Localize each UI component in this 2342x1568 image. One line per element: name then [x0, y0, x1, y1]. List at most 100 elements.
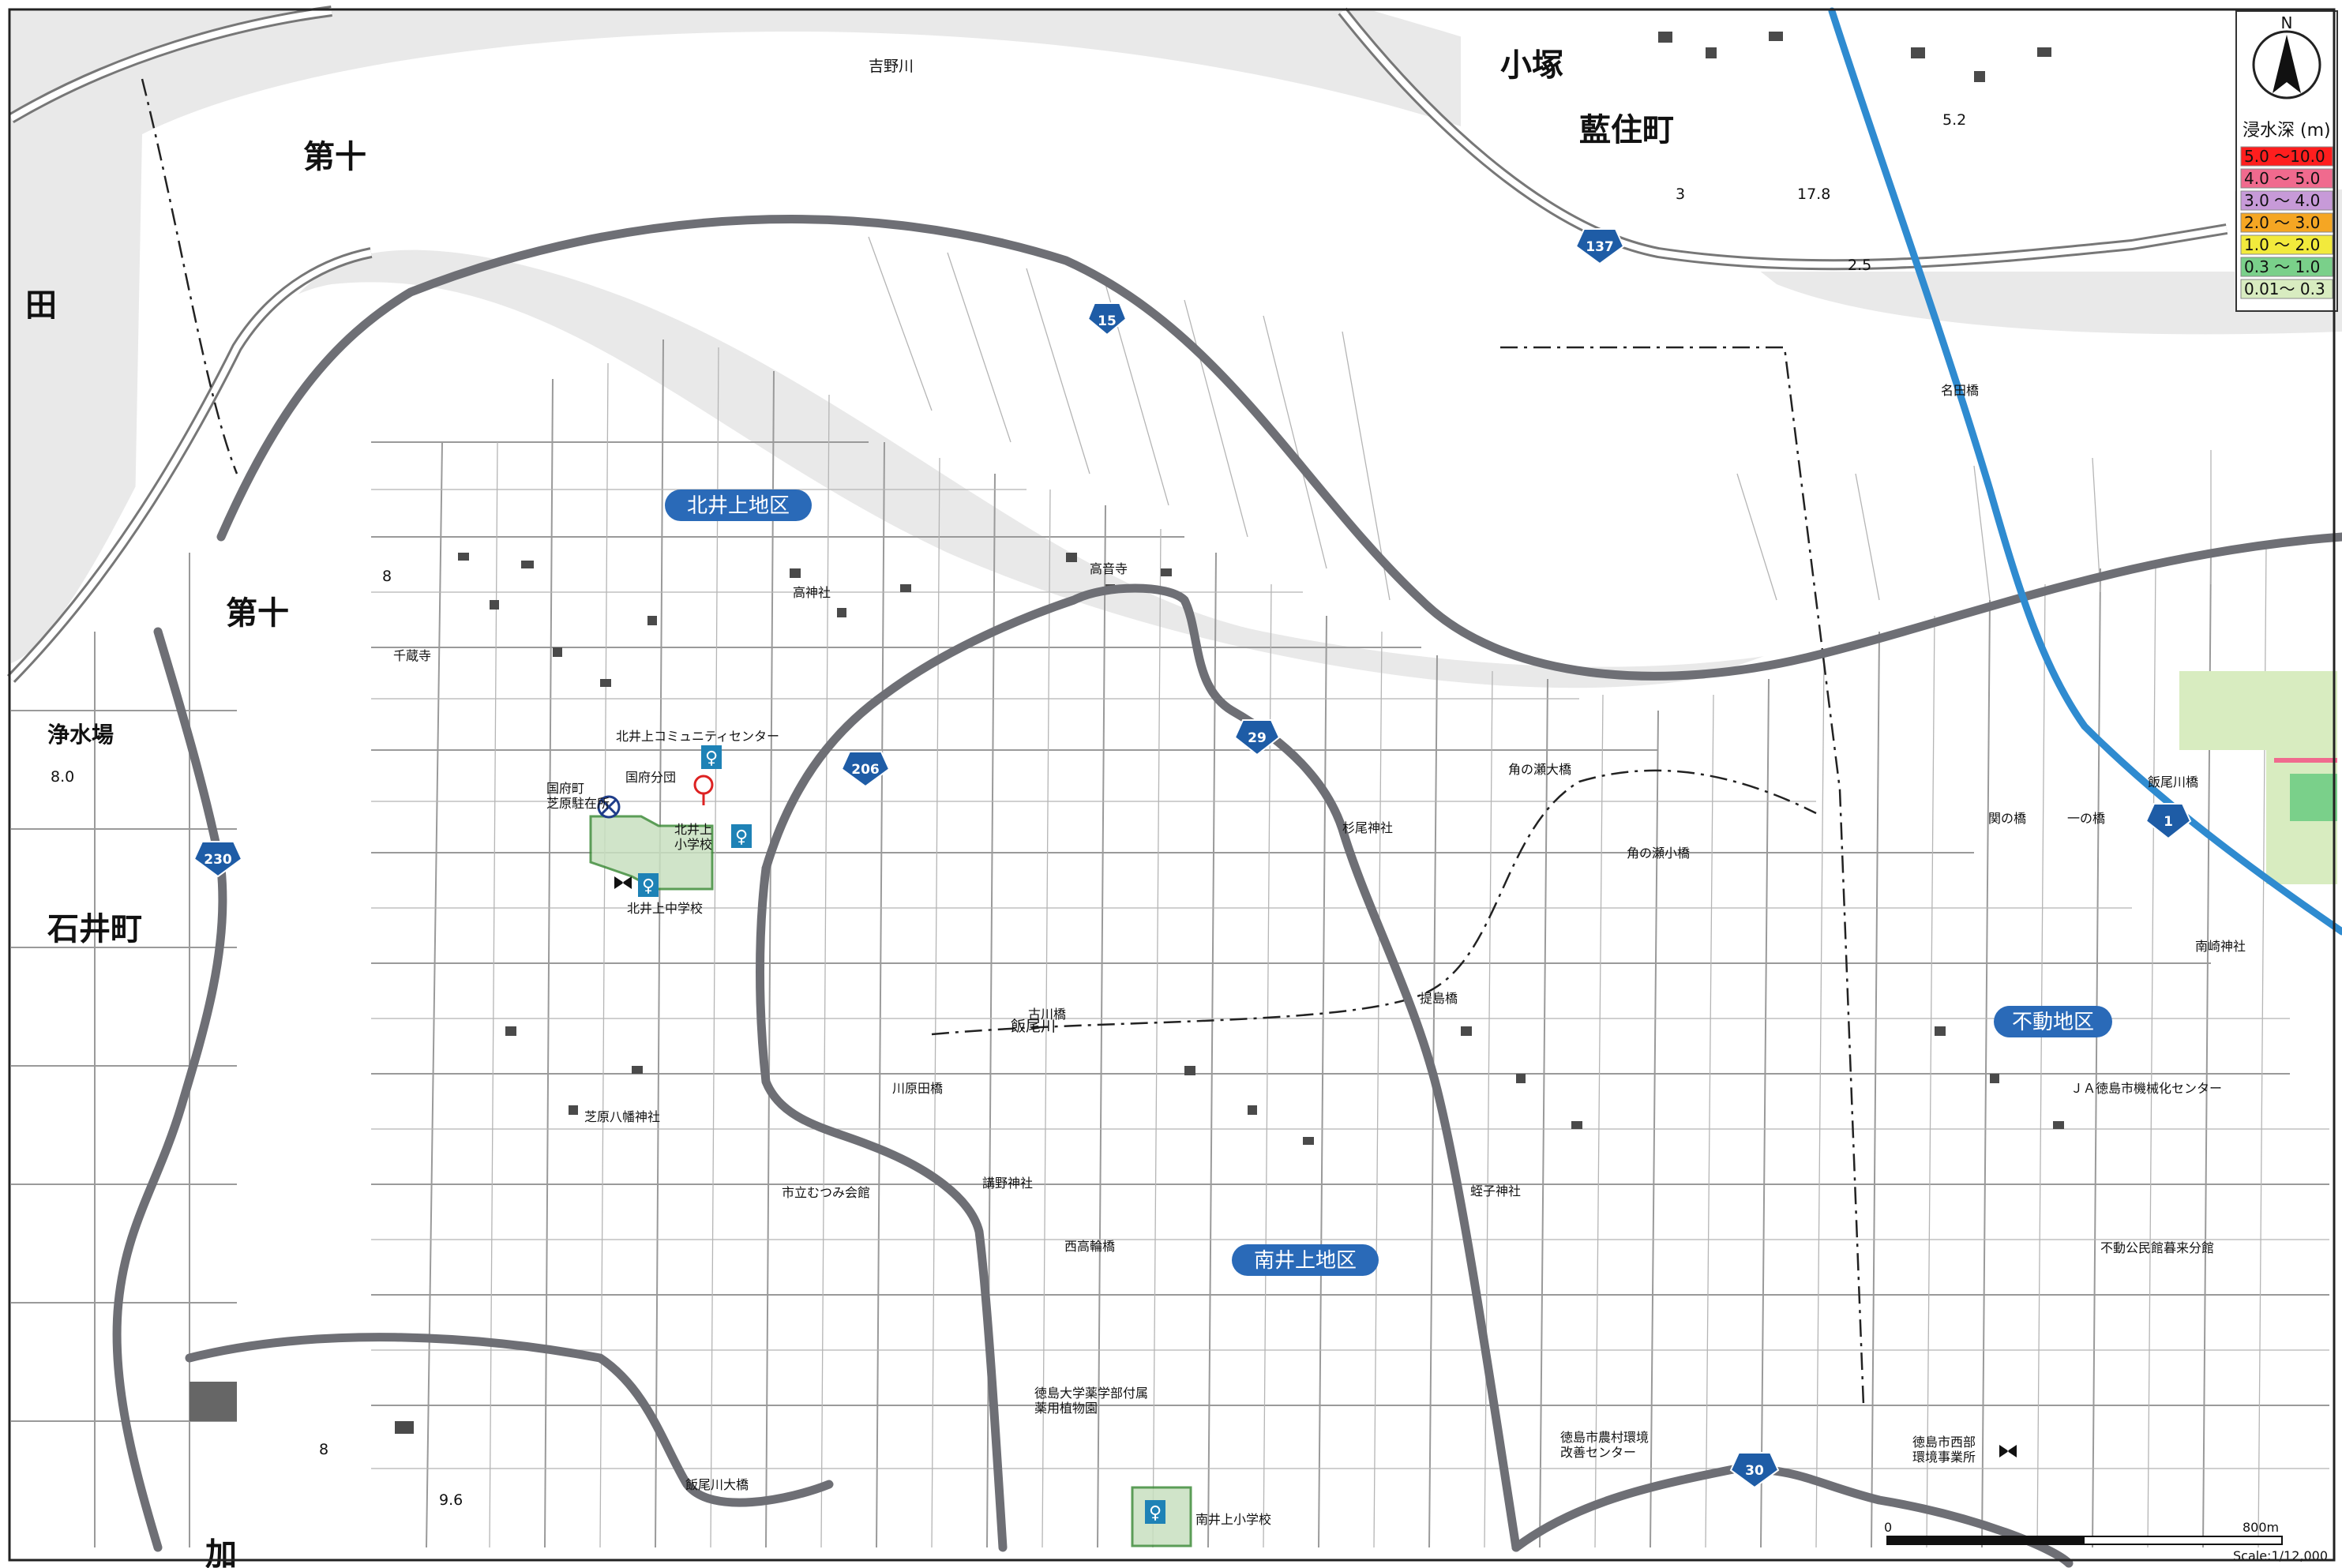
bridge-iio-ohashi: 飯尾川大橋: [685, 1477, 749, 1492]
route-206-29-loop: [761, 583, 1521, 1552]
scale-zero: 0: [1884, 1520, 1892, 1535]
national-route-15: [216, 215, 2342, 681]
route-shield-29: 29: [1233, 719, 1281, 756]
elevation-9-6: 9.6: [439, 1491, 463, 1509]
route-230: [112, 627, 227, 1552]
svg-text:♀: ♀: [705, 748, 718, 768]
label-tokudai-garden: 徳島大学薬学部付属薬用植物園: [1034, 1386, 1148, 1416]
svg-text:♀: ♀: [1149, 1503, 1162, 1523]
elevation-8-south: 8: [319, 1441, 328, 1458]
north-label: N: [2281, 13, 2293, 32]
place-dai10-west: 第十: [226, 595, 289, 632]
legend-label: 1.0 ～ 2.0: [2244, 235, 2320, 254]
place-ishii: 石井町: [47, 911, 142, 947]
legend-label: 3.0 ～ 4.0: [2244, 191, 2320, 210]
flood-depth-legend: N 浸水深 (m) 5.0 ～10.04.0 ～ 5.03.0 ～ 4.02.0…: [2235, 10, 2338, 312]
svg-text:不動地区: 不動地区: [2012, 1011, 2094, 1034]
place-jousui: 浄水場: [47, 722, 114, 748]
south-west-loop: [185, 1333, 834, 1507]
shelter-icon-minami-elem: ♀: [1145, 1500, 1165, 1524]
iio-river-line: [931, 769, 1817, 1036]
elevation-5-2: 5.2: [1942, 111, 1966, 129]
bridge-tsunose-kobashi: 角の瀬小橋: [1627, 846, 1690, 861]
legend-label: 5.0 ～10.0: [2244, 147, 2325, 166]
route-shield-137: 137: [1574, 228, 1625, 265]
route-shield-15: 15: [1087, 302, 1128, 336]
svg-text:1: 1: [2164, 814, 2173, 830]
area-label-minamiikami: 南井上地区: [1232, 1244, 1379, 1276]
legend-rows: 5.0 ～10.04.0 ～ 5.03.0 ～ 4.02.0 ～ 3.01.0 …: [2240, 146, 2333, 299]
kitaikami-school-grounds: [589, 815, 714, 891]
svg-text:206: 206: [851, 762, 880, 778]
factory-icon: [614, 876, 2017, 1457]
area-label-kitaikami: 北井上地区: [665, 490, 812, 521]
yoshino-river: [134, 32, 2342, 667]
label-nishitakawa: 西高輪橋: [1064, 1239, 1115, 1254]
svg-text:北井上地区: 北井上地区: [687, 494, 790, 518]
river-name-yoshino: 吉野川: [869, 58, 914, 75]
place-ta: 田: [25, 287, 57, 324]
svg-text:15: 15: [1098, 313, 1117, 329]
label-kita-junior: 北井上中学校: [627, 901, 703, 916]
legend-label: 2.0 ～ 3.0: [2244, 213, 2320, 232]
label-senzo-temple: 千蔵寺: [393, 648, 431, 663]
label-minamizaki-shrine: 南崎神社: [2195, 939, 2246, 954]
legend-swatch: [2240, 168, 2333, 189]
svg-text:♀: ♀: [735, 827, 748, 847]
elevation-8-north: 8: [382, 568, 392, 585]
area-label-fudo: 不動地区: [1994, 1006, 2112, 1037]
legend-swatch: [2240, 146, 2333, 167]
label-mutsumi: 市立むつみ会館: [782, 1185, 870, 1200]
svg-text:30: 30: [1745, 1463, 1764, 1479]
label-community-center: 北井上コミュニティセンター: [616, 729, 779, 744]
bridge-furukawa: 古川橋: [1028, 1007, 1066, 1022]
river-name-iio: 飯尾川: [1011, 1018, 1056, 1035]
route-shield-30: 30: [1729, 1452, 1780, 1489]
police-icon: [597, 795, 621, 819]
place-ka: 加: [205, 1536, 237, 1568]
bridge-nada: 名田橋: [1941, 383, 1979, 398]
elevation-17-8: 17.8: [1797, 186, 1830, 203]
legend-swatch: [2240, 234, 2333, 255]
route-206-south: [756, 864, 1008, 1552]
scale-end: 800m: [2243, 1520, 2279, 1535]
label-shibahara-shrine: 芝原八幡神社: [584, 1109, 660, 1124]
label-kono-jinja-2: 講野神社: [982, 1176, 1033, 1191]
svg-text:南井上地区: 南井上地区: [1254, 1249, 1357, 1273]
buildings: [190, 32, 2064, 1434]
label-fire-branch: 国府分団: [625, 770, 676, 785]
bridge-kawara: 川原田橋: [892, 1081, 943, 1096]
bridge-iio: 飯尾川橋: [2148, 775, 2198, 790]
legend-label: 0.01～ 0.3: [2244, 279, 2325, 298]
legend-swatch: [2240, 212, 2333, 233]
svg-text:29: 29: [1248, 730, 1267, 746]
label-west-env: 徳島市西部環境事業所: [1912, 1435, 1976, 1465]
label-sugio-shrine: 杉尾神社: [1342, 820, 1393, 835]
shelter-icon-community-center: ♀: [701, 745, 722, 769]
elevation-8-0: 8.0: [51, 768, 74, 786]
label-nousan-center: 徳島市農村環境改善センター: [1560, 1430, 1649, 1460]
elevation-3: 3: [1676, 186, 1685, 203]
svg-text:230: 230: [204, 852, 232, 868]
label-ja-center: ＪＡ徳島市機械化センター: [2070, 1081, 2222, 1096]
route-shield-230: 230: [193, 841, 243, 878]
legend-title: 浸水深 (m): [2243, 121, 2331, 141]
legend-swatch: [2240, 279, 2333, 299]
label-kono-shrine: 蛭子神社: [1470, 1184, 1521, 1199]
legend-swatch: [2240, 257, 2333, 277]
route-shield-206: 206: [840, 751, 891, 788]
svg-text:♀: ♀: [642, 876, 655, 896]
north-arrow: N: [2252, 13, 2321, 99]
legend-swatch: [2240, 190, 2333, 211]
place-aizumi: 藍住町: [1579, 112, 1674, 148]
legend-label: 0.3 ～ 1.0: [2244, 257, 2320, 276]
label-kita-elem: 北井上小学校: [674, 822, 712, 852]
bridge-ichi: 一の橋: [2067, 811, 2105, 826]
flood-depth-patch: [2179, 671, 2337, 884]
shelter-icon-kita-junior: ♀: [638, 873, 659, 897]
label-minami-elem: 南井上小学校: [1195, 1512, 1271, 1527]
svg-text:137: 137: [1586, 239, 1614, 255]
shelter-icon-kita-elem: ♀: [731, 824, 752, 848]
label-fudo-library: 不動公民館暮来分館: [2100, 1240, 2214, 1255]
